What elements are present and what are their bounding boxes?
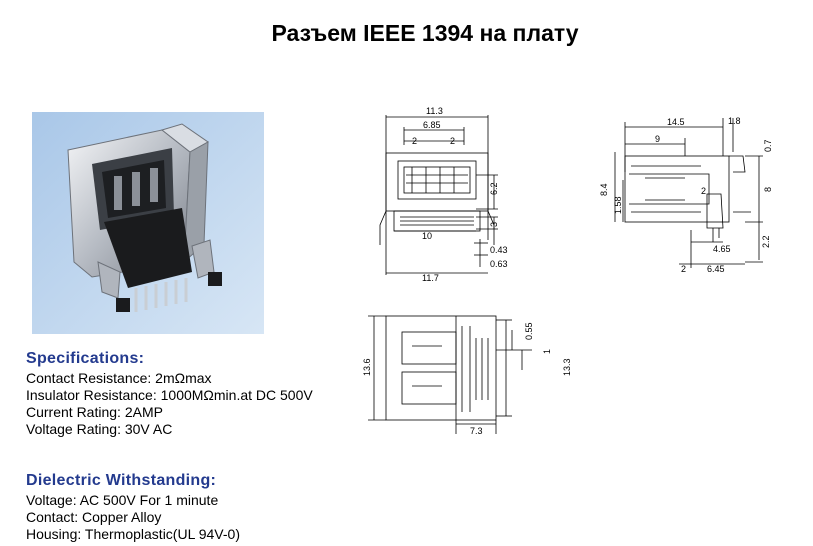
dim-bottom-left: 2 xyxy=(681,264,686,274)
page-title: Разъем IEEE 1394 на плату xyxy=(271,20,579,46)
dim-height-right: 8 xyxy=(763,187,773,192)
dim-depth: 9 xyxy=(655,134,660,144)
dim-width: 7.3 xyxy=(470,426,483,436)
dim-width-top: 11.3 xyxy=(426,106,443,116)
dielectric-heading: Dielectric Withstanding: xyxy=(26,472,217,489)
dim-leg: 2.2 xyxy=(761,235,771,248)
spec-line: Voltage Rating: 30V AC xyxy=(26,421,173,437)
dim-body-height: 6.2 xyxy=(489,182,499,195)
dim-pin: 1 xyxy=(542,349,552,354)
dim-height-left: 13.6 xyxy=(362,358,372,376)
dim-bottom-right: 6.45 xyxy=(707,264,725,274)
dim-pin-thickness: 0.43 xyxy=(490,245,508,255)
dim-total-width: 11.7 xyxy=(422,273,439,283)
top-view-drawing: 13.6 13.3 0.55 1 7.3 xyxy=(362,315,572,436)
dim-lower: 1.58 xyxy=(613,196,623,214)
dielectric-line: Voltage: AC 500V For 1 minute xyxy=(26,492,219,508)
dim-pin-height: 3 xyxy=(489,222,499,227)
spec-line: Current Rating: 2AMP xyxy=(26,404,163,420)
dim-gap: 0.55 xyxy=(524,322,534,340)
specifications-heading: Specifications: xyxy=(26,350,145,367)
spec-line: Contact Resistance: 2mΩmax xyxy=(26,370,212,386)
dim-inner-width: 6.85 xyxy=(423,120,441,130)
dim-length: 14.5 xyxy=(667,117,685,127)
connector-photo xyxy=(32,112,264,334)
side-view-drawing: 14.5 1.8 0.7 9 8.4 8 1.58 2 4.65 2 6.45 … xyxy=(599,116,773,274)
dim-top-thickness: 0.7 xyxy=(763,139,773,152)
dim-pin-pitch: 2 xyxy=(701,186,706,196)
dim-pin-width: 0.63 xyxy=(490,259,508,269)
dim-pitch-left: 2 xyxy=(412,136,417,146)
dim-height-right: 13.3 xyxy=(562,358,572,376)
dim-tab: 1.8 xyxy=(728,116,741,126)
dielectric-line: Contact: Copper Alloy xyxy=(26,509,162,525)
spec-line: Insulator Resistance: 1000MΩmin.at DC 50… xyxy=(26,387,313,403)
dim-pin-offset: 4.65 xyxy=(713,244,731,254)
dim-pitch-right: 2 xyxy=(450,136,455,146)
front-view-drawing: 11.3 6.85 2 2 6.2 3 10 0.43 0.63 11.7 xyxy=(379,106,508,283)
dim-height-left: 8.4 xyxy=(599,183,609,196)
dielectric-line: Housing: Thermoplastic(UL 94V-0) xyxy=(26,526,240,542)
dim-base-width: 10 xyxy=(422,231,432,241)
